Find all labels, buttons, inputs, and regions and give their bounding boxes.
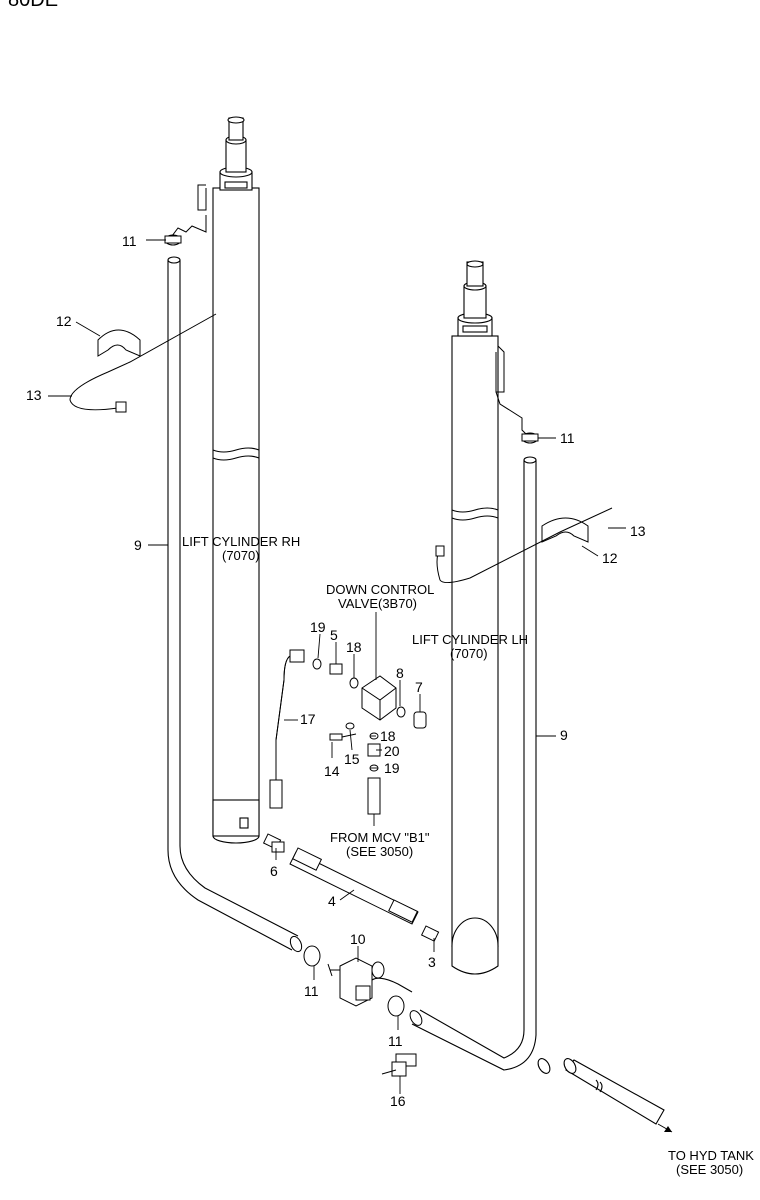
- label-from-mcv: FROM MCV "B1": [330, 830, 430, 845]
- hydraulic-pipe-9: [167, 256, 537, 1071]
- callout-16: 16: [390, 1093, 406, 1109]
- fitting-3: [420, 925, 440, 942]
- callout-6: 6: [270, 863, 278, 879]
- callout-12-left: 12: [56, 313, 72, 329]
- hose-clamp-11-top: [164, 234, 182, 246]
- fitting-6: [262, 833, 285, 853]
- callout-10: 10: [350, 931, 366, 947]
- callout-9-left: 9: [134, 537, 142, 553]
- callout-9-right: 9: [560, 727, 568, 743]
- callout-11-bottom-mid: 11: [388, 1033, 403, 1049]
- leader-lines: [48, 239, 626, 1094]
- callout-11-bottom-left: 11: [304, 983, 319, 999]
- callout-5: 5: [330, 627, 338, 643]
- callout-19-a: 19: [310, 619, 326, 635]
- label-to-hyd-tank-ref: (SEE 3050): [676, 1162, 743, 1177]
- bracket-12-left: [97, 329, 141, 357]
- bolt-16: [381, 1053, 417, 1077]
- hose-clamp-11-right: [521, 432, 539, 444]
- tee-block-10: [327, 957, 385, 1007]
- hose-17-fitting: [269, 779, 283, 809]
- callout-7: 7: [415, 679, 423, 695]
- callout-14: 14: [324, 763, 340, 779]
- callout-20: 20: [384, 743, 400, 759]
- tank-return-hose: [537, 1058, 665, 1125]
- callout-4: 4: [328, 893, 336, 909]
- callout-8: 8: [396, 665, 404, 681]
- label-down-control-valve: DOWN CONTROL: [326, 582, 434, 597]
- label-to-hyd-tank: TO HYD TANK: [668, 1148, 754, 1163]
- hose-assembly-4: [289, 847, 419, 925]
- callout-18-b: 18: [380, 728, 396, 744]
- callout-12-right: 12: [602, 550, 618, 566]
- label-lift-cylinder-rh-ref: (7070): [222, 548, 260, 563]
- callout-11-top: 11: [122, 233, 137, 249]
- callout-17: 17: [300, 711, 316, 727]
- label-down-control-valve-ref: VALVE(3B70): [338, 596, 417, 611]
- model-code: 80DE: [8, 0, 58, 11]
- hose-clamp-11-bottom-left: [303, 945, 321, 967]
- callout-15: 15: [344, 751, 360, 767]
- callout-19-b: 19: [384, 760, 400, 776]
- label-lift-cylinder-lh-ref: (7070): [450, 646, 488, 661]
- callout-3: 3: [428, 954, 436, 970]
- callout-18-a: 18: [346, 639, 362, 655]
- label-lift-cylinder-rh: LIFT CYLINDER RH: [182, 534, 300, 549]
- hose-clamp-11-bottom-mid: [387, 995, 405, 1017]
- lift-cylinder-lh: [451, 260, 499, 975]
- down-control-valve: [361, 675, 397, 721]
- lift-cylinder-rh: [212, 116, 260, 844]
- label-from-mcv-ref: (SEE 3050): [346, 844, 413, 859]
- valve-parts: [312, 658, 427, 815]
- callout-11-right: 11: [560, 430, 575, 446]
- callout-13-right: 13: [630, 523, 646, 539]
- callout-13-left: 13: [26, 387, 42, 403]
- label-lift-cylinder-lh: LIFT CYLINDER LH: [412, 632, 528, 647]
